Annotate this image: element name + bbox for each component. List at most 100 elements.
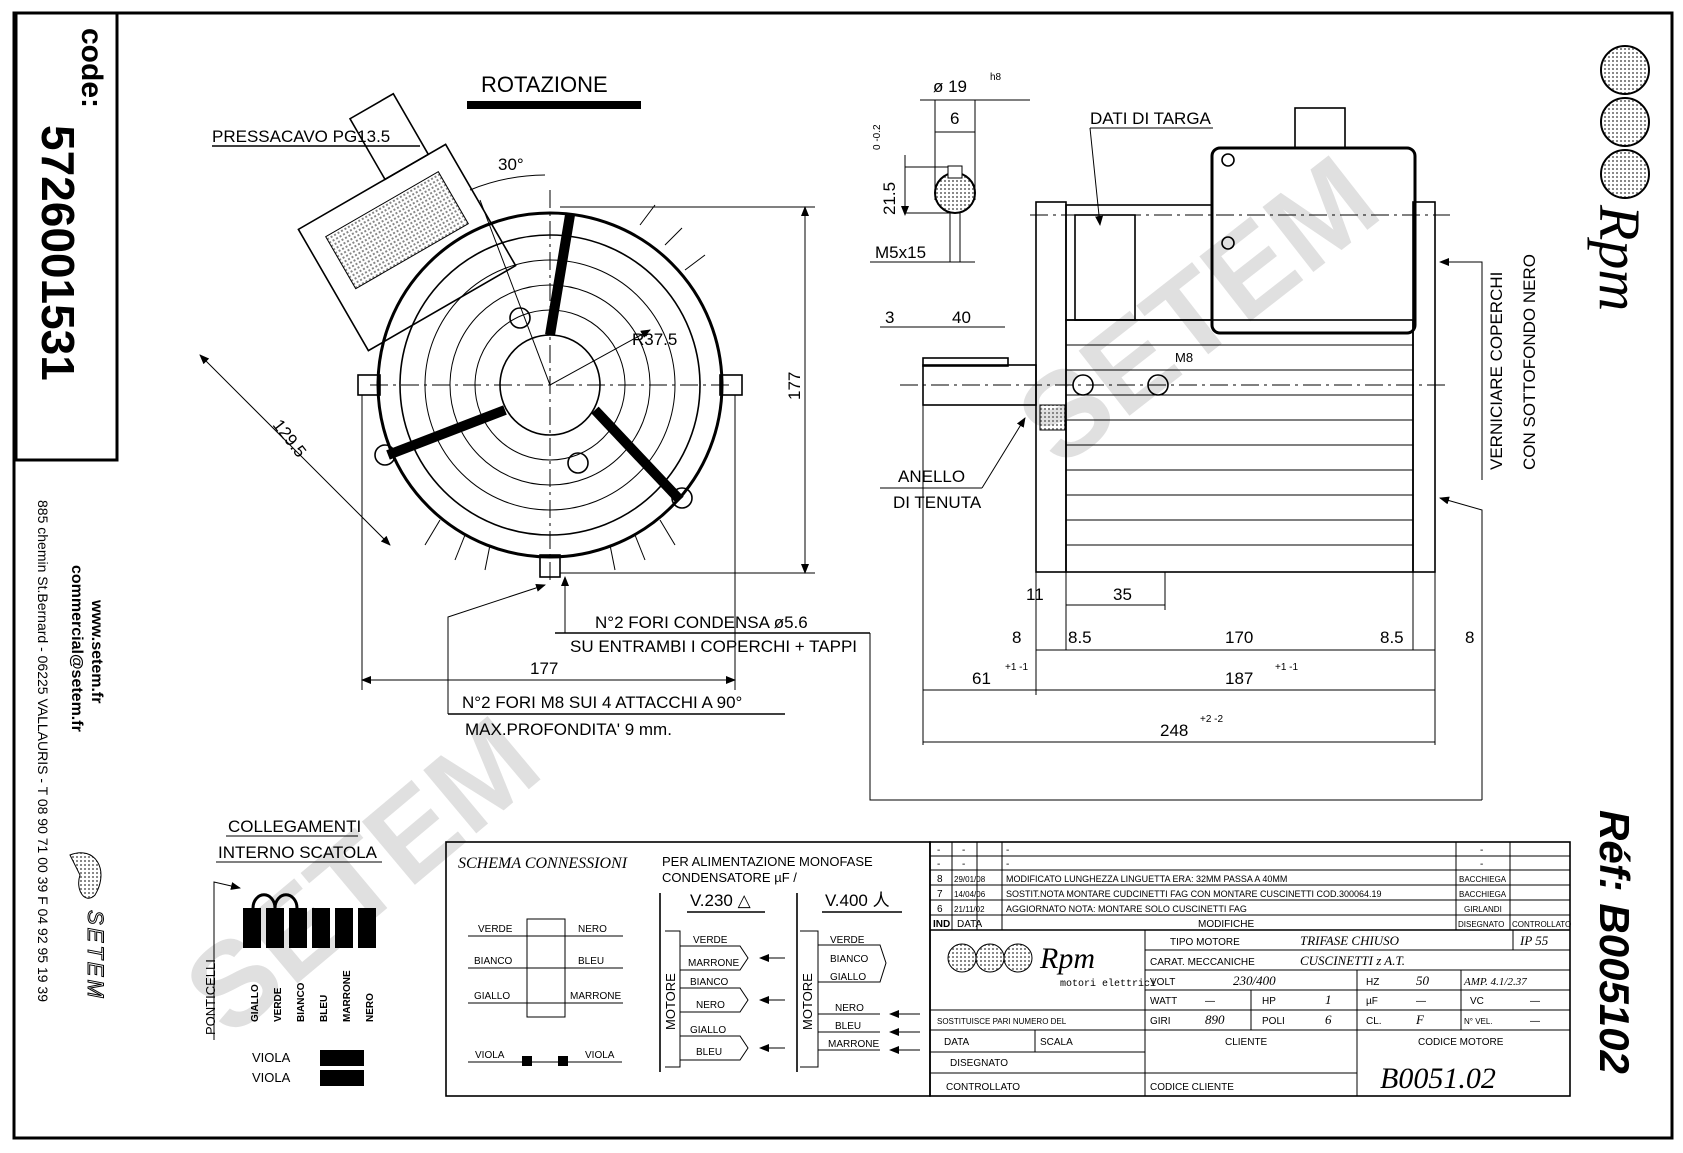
vc-label: VC <box>1470 996 1484 1007</box>
hz-label: HZ <box>1366 977 1379 988</box>
uf-value: — <box>1416 996 1426 1007</box>
winding-label: MARRONE <box>570 991 621 1002</box>
motor-code-label: CODICE MOTORE <box>1418 1037 1504 1048</box>
speeds-label: N° VEL. <box>1464 1017 1493 1026</box>
viola-left: VIOLA <box>475 1050 505 1061</box>
svg-text:Rpm: Rpm <box>1587 204 1652 311</box>
delta-wire: VERDE <box>693 935 728 946</box>
connections-title-2: INTERNO SCATOLA <box>218 843 378 862</box>
rev-date: - <box>962 859 965 870</box>
shaft-diameter: ø 19 <box>933 77 967 96</box>
motor-type: TRIFASE CHIUSO <box>1300 933 1400 948</box>
rev-drawn: - <box>1480 859 1483 870</box>
angle-label: 30° <box>498 155 524 174</box>
motore-label: MOTORE <box>800 973 815 1030</box>
winding-label: NERO <box>578 924 607 935</box>
rev-change: SOSTIT.NOTA MONTARE CUDCINETTI FAG CON M… <box>1006 889 1382 899</box>
radius-label: R37.5 <box>632 330 677 349</box>
wire-label: BIANCO <box>296 982 307 1022</box>
hz-value: 50 <box>1416 973 1430 988</box>
rev-date: - <box>962 845 965 856</box>
connections-title-1: COLLEGAMENTI <box>228 817 361 836</box>
rev-drawn: - <box>1480 845 1483 856</box>
header-drawn: DISEGNATO <box>1458 920 1504 929</box>
wire-label: NERO <box>365 993 376 1022</box>
svg-text:Rpm: Rpm <box>1039 942 1095 975</box>
dim-248: 248 <box>1160 721 1188 740</box>
mechanical-value: CUSCINETTI z A.T. <box>1300 953 1405 968</box>
rev-change: MODIFICATO LUNGHEZZA LINGUETTA ERA: 32MM… <box>1006 874 1287 884</box>
drain-holes-note-2: SU ENTRAMBI I COPERCHI + TAPPI <box>570 637 857 656</box>
winding-label: VERDE <box>478 924 513 935</box>
paint-note-1: VERNICIARE COPERCHI <box>1487 272 1506 470</box>
star-wire: VERDE <box>830 935 865 946</box>
rev-change: AGGIORNATO NOTA: MONTARE SOLO CUSCINETTI… <box>1006 904 1247 914</box>
rev-ind: 6 <box>937 904 943 915</box>
svg-text:SETEM: SETEM <box>161 692 564 1060</box>
star-wire: BIANCO <box>830 954 869 965</box>
star-wire: NERO <box>835 1003 864 1014</box>
header-checked: CONTROLLATO <box>1512 920 1571 929</box>
viola-right: VIOLA <box>585 1050 615 1061</box>
rpm-logo-small: Rpm motori elettrici <box>947 942 1156 990</box>
key-height: 21.5 <box>880 182 899 215</box>
wire-label: GIALLO <box>250 984 261 1022</box>
star-wire: MARRONE <box>828 1039 879 1050</box>
height-dim: 177 <box>785 372 804 400</box>
rpm-value: 890 <box>1205 1012 1225 1027</box>
nameplate-label: DATI DI TARGA <box>1090 109 1212 128</box>
delta-wire: BLEU <box>696 1047 722 1058</box>
scale-label: SCALA <box>1040 1037 1073 1048</box>
code-label: code: <box>75 28 108 108</box>
hp-value: 1 <box>1325 992 1332 1007</box>
seal-label-2: DI TENUTA <box>893 493 982 512</box>
rpm-brand-logo: Rpm <box>1587 45 1652 311</box>
vc-value: — <box>1530 996 1540 1007</box>
jumpers-label: PONTICELLI <box>203 959 218 1035</box>
shaft-key-detail: ø 19 h8 6 21.5 0 -0.2 M5x15 3 40 <box>870 72 1030 328</box>
code-box <box>14 11 119 462</box>
delta-wire: MARRONE <box>688 958 739 969</box>
hp-label: HP <box>1262 996 1276 1007</box>
class-label: CL. <box>1366 1016 1382 1027</box>
volt-label: VOLT <box>1150 977 1175 988</box>
delta-wire: NERO <box>696 1000 725 1011</box>
internal-connections: COLLEGAMENTI INTERNO SCATOLA PONTICELLI … <box>203 817 382 1086</box>
motor-code: B0051.02 <box>1380 1062 1496 1095</box>
rev-ind: - <box>937 859 940 870</box>
mono-note-2: CONDENSATORE µF / <box>662 870 797 885</box>
diagonal-dim: 129.5 <box>269 416 310 461</box>
wire-label: MARRONE <box>342 970 353 1022</box>
drawn-label: DISEGNATO <box>950 1058 1008 1069</box>
v400-label: V.400 人 <box>825 891 890 910</box>
watt-value: — <box>1205 996 1215 1007</box>
watt-label: WATT <box>1150 996 1177 1007</box>
address: 885 chemin St.Bernard - 06225 VALLAURIS … <box>35 500 51 1002</box>
front-view: ROTAZIONE PRESSACAVO PG13.5 30° R37.5 <box>199 72 870 739</box>
header-changes: MODIFICHE <box>1198 919 1254 930</box>
motore-label: MOTORE <box>663 973 678 1030</box>
wiring-schema: SCHEMA CONNESSIONI PER ALIMENTAZIONE MON… <box>445 841 931 1097</box>
left-info-strip: code: 5726001531 www.setem.fr commercial… <box>14 11 119 1002</box>
svg-text:SETEM: SETEM <box>994 130 1402 490</box>
delta-wire: BIANCO <box>690 977 729 988</box>
motor-type-label: TIPO MOTORE <box>1170 937 1240 948</box>
uf-label: µF <box>1366 996 1378 1007</box>
drawing-border <box>12 11 1674 1140</box>
svg-text:motori elettrici: motori elettrici <box>1060 978 1156 990</box>
bolt-label: M8 <box>1175 350 1193 365</box>
rpm-label: GIRI <box>1150 1016 1171 1027</box>
rev-ind: 7 <box>937 889 943 900</box>
rev-drawn: BACCHIEGA <box>1459 875 1507 884</box>
dim-170: 170 <box>1225 628 1253 647</box>
rotation-title: ROTAZIONE <box>481 72 608 97</box>
width-dim: 177 <box>530 659 558 678</box>
reference-number: Réf: B005102 <box>1591 810 1638 1074</box>
dim-61: 61 <box>972 669 991 688</box>
dim-11: 11 <box>1026 585 1044 604</box>
depth-note: MAX.PROFONDITA' 9 mm. <box>465 720 672 739</box>
volt-value: 230/400 <box>1233 973 1276 988</box>
rev-change: - <box>1006 859 1009 870</box>
setem-logo-icon <box>69 852 102 899</box>
mechanical-label: CARAT. MECCANICHE <box>1150 957 1255 968</box>
